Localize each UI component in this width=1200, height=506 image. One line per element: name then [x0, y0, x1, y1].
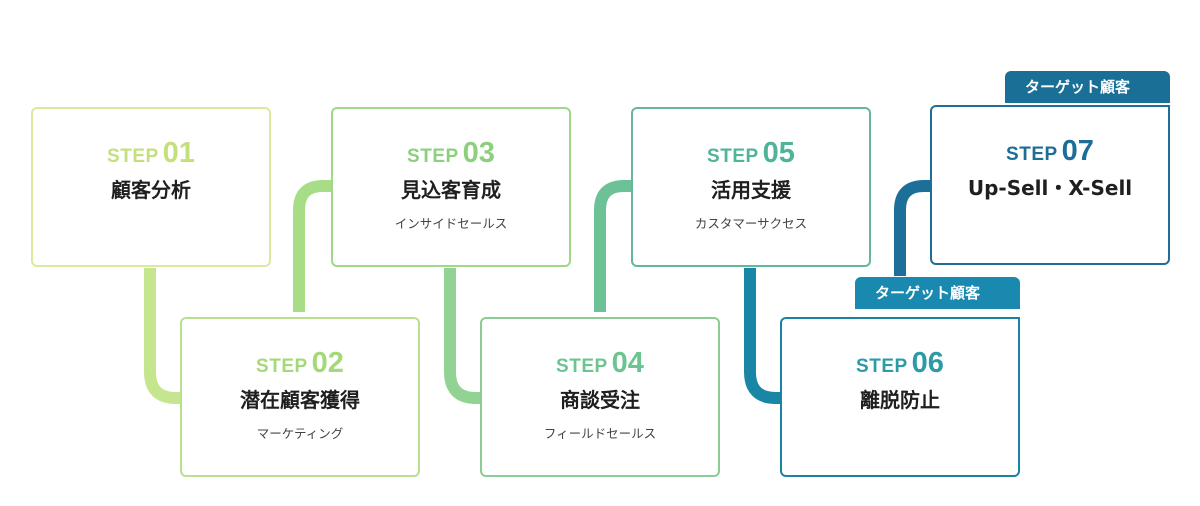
step-number: 02 [311, 347, 344, 379]
connector-step02-step03 [293, 180, 333, 312]
step-subtitle: フィールドセールス [543, 426, 657, 441]
step-title: 潜在顧客獲得 [240, 388, 360, 412]
step-number: 06 [911, 347, 944, 379]
step-label: STEP [556, 356, 608, 377]
step-subtitle: カスタマーサクセス [694, 216, 808, 231]
connector-step05-step06 [744, 268, 782, 404]
step-label: STEP [256, 356, 308, 377]
connector-step03-step04 [444, 268, 482, 404]
step-title: 顧客分析 [111, 178, 191, 202]
step-number: 03 [462, 137, 495, 169]
step-title: 商談受注 [560, 388, 640, 412]
step-label: STEP [1006, 144, 1058, 165]
step-title: 離脱防止 [860, 388, 940, 412]
target-customer-tag-step07: ターゲット顧客 [1005, 71, 1170, 103]
connector-step06-step07 [894, 180, 933, 276]
target-customer-tag-step06: ターゲット顧客 [855, 277, 1020, 309]
step-subtitle: インサイドセールス [394, 216, 508, 231]
step-label: STEP [707, 146, 759, 167]
step-title: 活用支援 [711, 178, 791, 202]
step-number: 04 [611, 347, 644, 379]
step-title: Up-Sell・X-Sell [967, 176, 1133, 200]
step-label: STEP [407, 146, 459, 167]
step-subtitle: マーケティング [256, 426, 344, 441]
connector-step01-step02 [144, 268, 182, 404]
step-number: 07 [1061, 135, 1094, 167]
step-number: 01 [162, 137, 195, 169]
step-title: 見込客育成 [401, 178, 501, 202]
step-label: STEP [856, 356, 908, 377]
connector-step04-step05 [594, 180, 633, 312]
step-label: STEP [107, 146, 159, 167]
step-number: 05 [762, 137, 795, 169]
